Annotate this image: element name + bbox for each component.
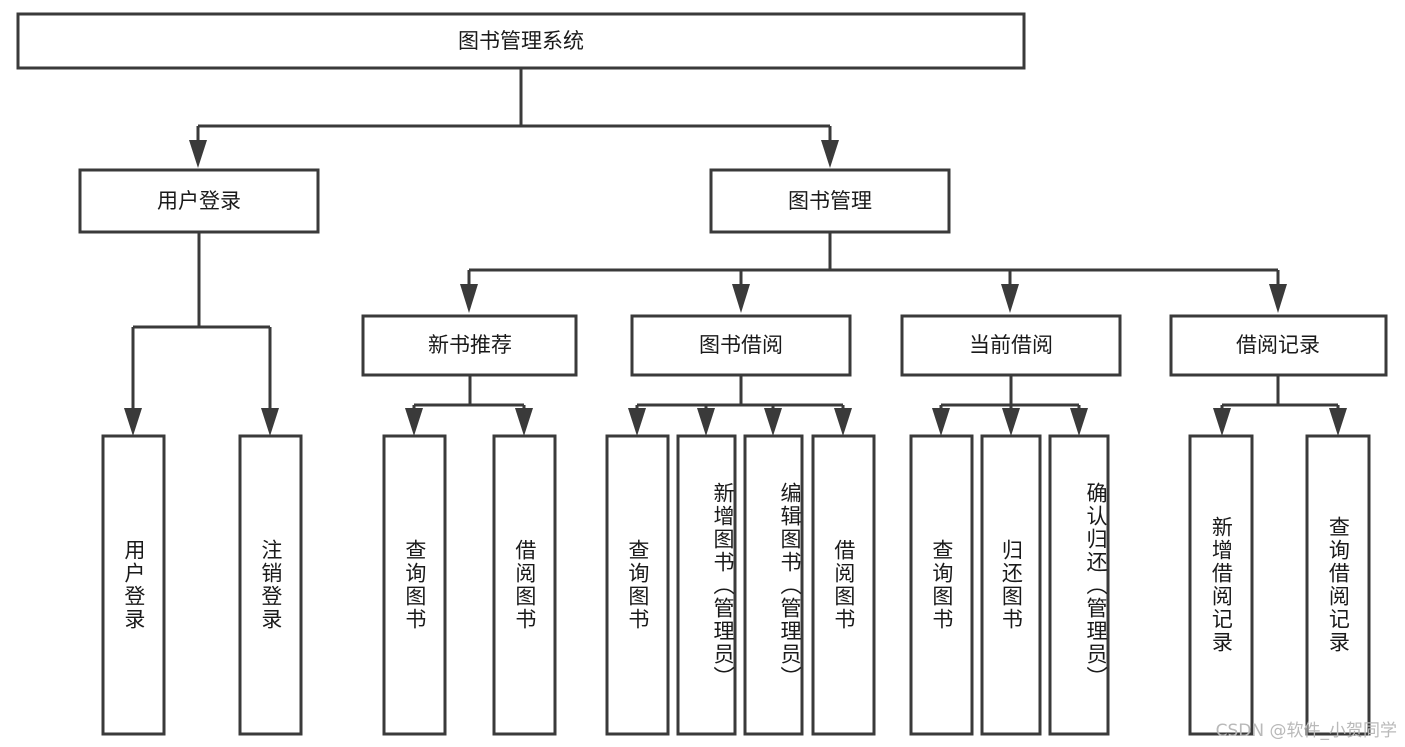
node-user-login-label: 用户登录 (157, 189, 241, 213)
arrow-head-icon (124, 408, 142, 436)
leaf-box-query-book-current[interactable] (909, 434, 974, 736)
node-book-borrow-label: 图书借阅 (699, 333, 783, 357)
leaf-box-query-book-recommend[interactable] (382, 434, 447, 736)
node-new-book-recommend[interactable]: 新书推荐 (361, 314, 578, 377)
node-user-login[interactable]: 用户登录 (78, 168, 320, 234)
node-book-management-label: 图书管理 (788, 189, 872, 213)
arrow-head-icon (1002, 408, 1020, 436)
connector-new-book-recommend-to-leaves (405, 375, 533, 436)
leaf-box-borrow-book-recommend[interactable] (492, 434, 557, 736)
arrow-head-icon (1329, 408, 1347, 436)
leaf-box-query-book-borrow[interactable] (605, 434, 670, 736)
arrow-head-icon (1213, 408, 1231, 436)
arrow-head-icon (515, 408, 533, 436)
leaf-box-query-borrow-record[interactable] (1305, 434, 1371, 736)
connector-root-to-level2 (189, 68, 839, 168)
node-root-system[interactable]: 图书管理系统 (16, 12, 1026, 70)
arrow-head-icon (932, 408, 950, 436)
node-user-login-box[interactable] (78, 168, 320, 234)
node-borrow-records[interactable]: 借阅记录 (1169, 314, 1388, 377)
node-root-system-box[interactable] (16, 12, 1026, 70)
leaf-box-borrow-book[interactable] (811, 434, 876, 736)
leaf-box-return-book[interactable] (980, 434, 1042, 736)
node-borrow-records-label: 借阅记录 (1236, 333, 1320, 357)
connector-book-borrow-to-leaves (628, 375, 852, 436)
node-new-book-recommend-box[interactable] (361, 314, 578, 377)
connector-book-management-to-level3 (460, 232, 1287, 313)
arrow-head-icon (1001, 284, 1019, 313)
node-new-book-recommend-label: 新书推荐 (428, 333, 512, 357)
arrow-head-icon (1269, 284, 1287, 313)
arrow-head-icon (405, 408, 423, 436)
connector-user-login-to-leaves (124, 232, 279, 436)
arrow-head-icon (189, 140, 207, 168)
connector-borrow-records-to-leaves (1213, 375, 1347, 436)
arrow-head-icon (821, 140, 839, 168)
arrow-head-icon (834, 408, 852, 436)
arrow-head-icon (697, 408, 715, 436)
arrow-head-icon (732, 284, 750, 313)
leaf-box-confirm-return-admin[interactable] (1048, 434, 1110, 736)
arrow-head-icon (628, 408, 646, 436)
node-book-borrow[interactable]: 图书借阅 (630, 314, 852, 377)
arrow-head-icon (764, 408, 782, 436)
leaf-box-add-book-admin[interactable] (676, 434, 737, 736)
arrow-head-icon (1070, 408, 1088, 436)
leaf-box-edit-book-admin[interactable] (743, 434, 804, 736)
node-book-management[interactable]: 图书管理 (709, 168, 951, 234)
arrow-head-icon (460, 284, 478, 313)
node-root-system-label: 图书管理系统 (458, 29, 584, 53)
leaf-box-user-login[interactable] (101, 434, 166, 736)
node-current-borrow-box[interactable] (900, 314, 1122, 377)
node-current-borrow[interactable]: 当前借阅 (900, 314, 1122, 377)
arrow-head-icon (261, 408, 279, 436)
leaf-box-add-borrow-record[interactable] (1188, 434, 1254, 736)
csdn-watermark: CSDN @软件_小贺同学 (1215, 721, 1397, 741)
connector-current-borrow-to-leaves (932, 375, 1088, 436)
node-current-borrow-label: 当前借阅 (969, 333, 1053, 357)
leaf-box-logout[interactable] (238, 434, 303, 736)
